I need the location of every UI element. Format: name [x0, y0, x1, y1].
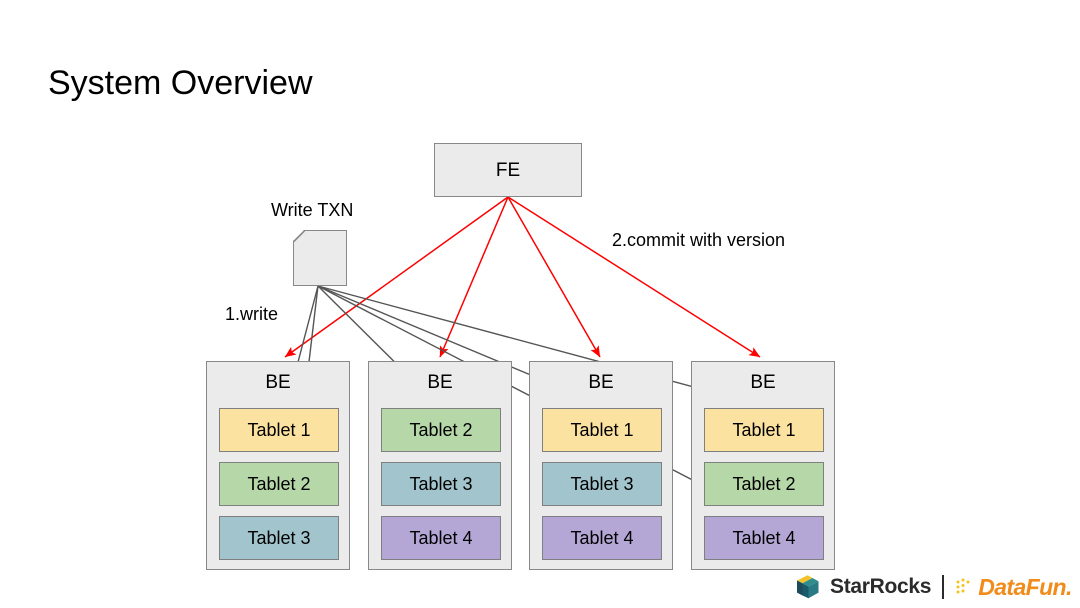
be-node-2[interactable]: BE Tablet 2 Tablet 3 Tablet 4 — [368, 361, 512, 570]
be-node-label: BE — [588, 372, 614, 393]
tablet-item[interactable]: Tablet 3 — [381, 462, 501, 506]
datafun-dots-icon — [956, 578, 970, 594]
write-txn-label: Write TXN — [271, 200, 354, 220]
tablet-item[interactable]: Tablet 4 — [542, 516, 662, 560]
footer-logos: StarRocks DataFun. — [793, 570, 1072, 604]
write-txn-node[interactable] — [293, 230, 347, 286]
be-node-4[interactable]: BE Tablet 1 Tablet 2 Tablet 4 — [691, 361, 835, 570]
tablet-item[interactable]: Tablet 1 — [704, 408, 824, 452]
tablet-item[interactable]: Tablet 4 — [704, 516, 824, 560]
be-node-label: BE — [427, 372, 453, 393]
tablet-item[interactable]: Tablet 3 — [219, 516, 339, 560]
tablet-item[interactable]: Tablet 2 — [219, 462, 339, 506]
write-arrows — [285, 285, 758, 488]
tablet-item[interactable]: Tablet 1 — [219, 408, 339, 452]
be-node-label: BE — [265, 372, 291, 393]
tablet-item[interactable]: Tablet 1 — [542, 408, 662, 452]
page-title: System Overview — [48, 64, 313, 102]
tablet-item[interactable]: Tablet 2 — [704, 462, 824, 506]
starrocks-wordmark: StarRocks — [830, 575, 932, 598]
tablet-item[interactable]: Tablet 3 — [542, 462, 662, 506]
step-2-label: 2.commit with version — [612, 230, 786, 250]
be-node-label: BE — [750, 372, 776, 393]
tablet-item[interactable]: Tablet 2 — [381, 408, 501, 452]
logo-divider — [942, 575, 945, 599]
fe-node[interactable]: FE — [434, 143, 582, 197]
tablet-item[interactable]: Tablet 4 — [381, 516, 501, 560]
be-node-1[interactable]: BE Tablet 1 Tablet 2 Tablet 3 — [206, 361, 350, 570]
fe-node-label: FE — [495, 160, 521, 181]
step-1-label: 1.write — [225, 304, 279, 324]
commit-arrows — [284, 196, 761, 358]
datafun-wordmark: DataFun. — [978, 573, 1072, 600]
starrocks-logo-icon — [797, 575, 819, 599]
be-node-3[interactable]: BE Tablet 1 Tablet 3 Tablet 4 — [529, 361, 673, 570]
